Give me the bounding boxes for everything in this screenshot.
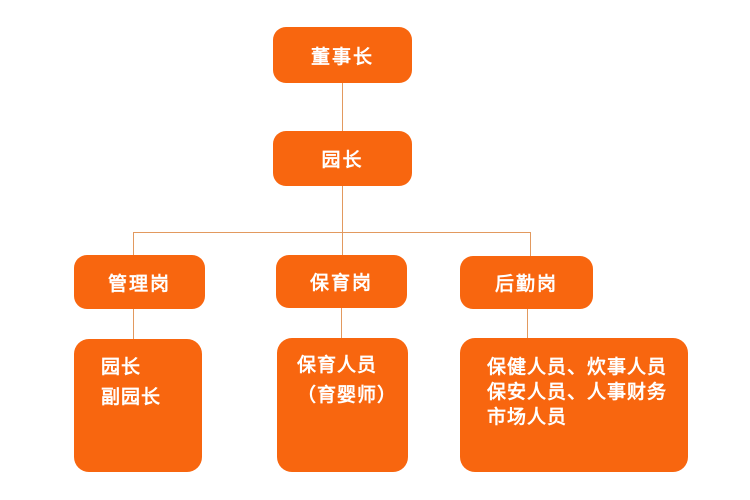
logistics-staff-line-2: 保安人员、人事财务 [487, 382, 668, 403]
node-chairman-label: 董事长 [310, 46, 374, 68]
childcare-staff-line-1: 保育人员 [297, 355, 378, 376]
logistics-staff-line-3: 市场人员 [487, 407, 568, 428]
connector-bus-childcare [342, 233, 343, 255]
node-logistics-label: 后勤岗 [494, 274, 558, 295]
connector-bus-management [133, 233, 134, 255]
node-logistics-staff: 保健人员、炊事人员 保安人员、人事财务 市场人员 [460, 338, 688, 472]
connector-management-staff [133, 309, 134, 339]
connector-horizontal-bus [133, 232, 531, 233]
connector-director-bus [342, 186, 343, 233]
node-director-label: 园长 [321, 150, 364, 171]
connector-chairman-director [342, 83, 343, 131]
childcare-staff-line-2: （育婴师） [297, 385, 398, 406]
node-childcare-label: 保育岗 [309, 273, 373, 294]
logistics-staff-line-1: 保健人员、炊事人员 [487, 357, 668, 378]
node-childcare-staff: 保育人员 （育婴师） [277, 338, 408, 472]
connector-bus-logistics [530, 233, 531, 256]
node-director: 园长 [273, 131, 412, 186]
node-management-staff: 园长 副园长 [74, 339, 202, 472]
management-staff-line-1: 园长 [101, 357, 142, 378]
management-staff-line-2: 副园长 [101, 387, 162, 408]
node-childcare: 保育岗 [276, 255, 407, 308]
node-management-label: 管理岗 [107, 273, 171, 295]
connector-childcare-staff [341, 308, 342, 338]
connector-logistics-staff [527, 309, 528, 338]
node-logistics: 后勤岗 [460, 256, 593, 309]
node-chairman: 董事长 [273, 27, 412, 83]
node-management: 管理岗 [74, 255, 205, 309]
